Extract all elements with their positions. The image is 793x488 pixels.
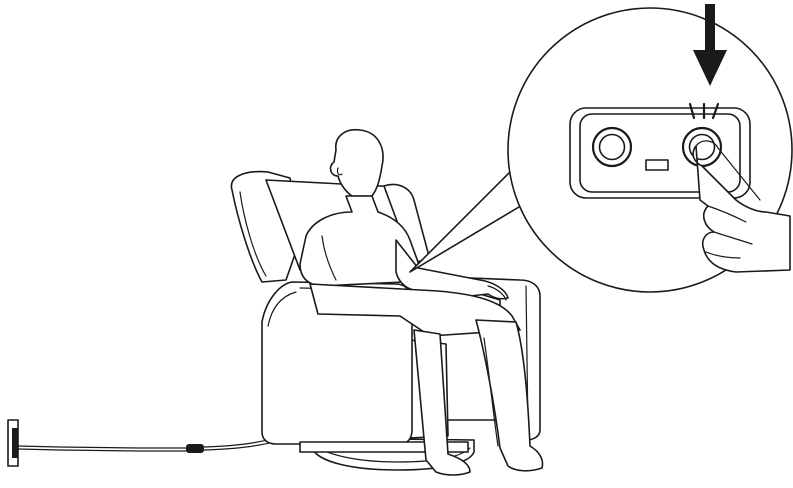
wall-outlet-icon: [7, 419, 19, 467]
press-indicator-lines: [688, 102, 720, 120]
down-arrow-icon: [693, 4, 727, 86]
callout-pointer: [409, 167, 525, 273]
control-panel: [569, 107, 751, 199]
cord-adapter: [186, 444, 204, 453]
seated-person: [299, 128, 544, 476]
detail-magnifier: [507, 7, 793, 293]
pressing-hand: [692, 140, 791, 273]
usb-port-icon: [645, 159, 669, 171]
left-control-button: [591, 126, 633, 168]
power-cord: [17, 429, 303, 453]
